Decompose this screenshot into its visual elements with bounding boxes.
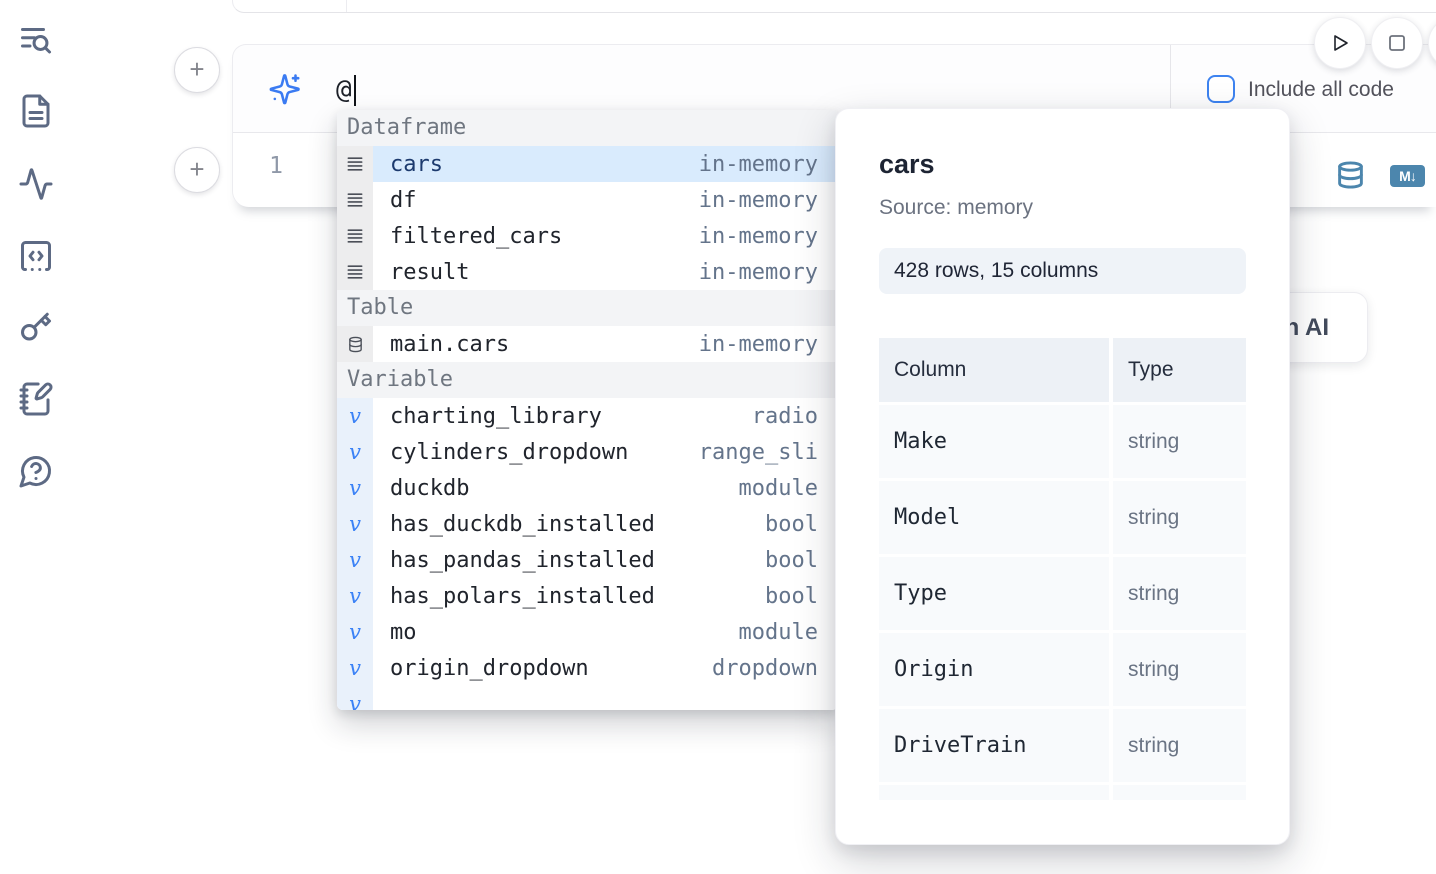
- variable-icon: v: [337, 542, 373, 578]
- autocomplete-item-partial[interactable]: v: [337, 686, 838, 710]
- autocomplete-item-cylinders-dropdown[interactable]: v cylinders_dropdown range_sli: [337, 434, 838, 470]
- autocomplete-item-mo[interactable]: v mo module: [337, 614, 838, 650]
- variable-icon: v: [337, 578, 373, 614]
- include-all-code-label: Include all code: [1248, 78, 1394, 101]
- line-number: 1: [269, 153, 283, 179]
- schema-row-column: Model: [879, 481, 1109, 554]
- autocomplete-item-cars[interactable]: cars in-memory: [337, 146, 838, 182]
- dataframe-icon: [337, 146, 373, 182]
- dataframe-icon: [337, 218, 373, 254]
- schema-row-type: string: [1113, 481, 1246, 554]
- section-header-table: Table: [337, 290, 838, 326]
- previous-cell-bottom-edge: [232, 0, 1436, 13]
- sparkles-ai-icon: [267, 71, 303, 107]
- variable-icon: v: [337, 470, 373, 506]
- schema-row-column: DriveTrain: [879, 709, 1109, 782]
- autocomplete-item-result[interactable]: result in-memory: [337, 254, 838, 290]
- include-all-code-section: Include all code: [1170, 45, 1436, 133]
- autocomplete-item-filtered-cars[interactable]: filtered_cars in-memory: [337, 218, 838, 254]
- schema-row-type: string: [1113, 633, 1246, 706]
- sidebar-list-search-icon[interactable]: [17, 21, 55, 59]
- schema-table: Column Type Make string Model string Typ…: [879, 338, 1246, 800]
- variable-icon: v: [337, 398, 373, 434]
- variable-icon: v: [337, 434, 373, 470]
- add-cell-below-button[interactable]: +: [174, 147, 220, 193]
- ai-prompt-input[interactable]: @: [336, 75, 352, 105]
- autocomplete-item-has-duckdb-installed[interactable]: v has_duckdb_installed bool: [337, 506, 838, 542]
- section-header-variable: Variable: [337, 362, 838, 398]
- generate-with-ai-label: h AI: [1284, 313, 1329, 341]
- schema-row-partial: [879, 785, 1109, 800]
- autocomplete-dropdown: Dataframe cars in-memory df in-memory fi…: [337, 110, 838, 710]
- sidebar-code-square-icon[interactable]: [17, 237, 55, 275]
- run-cell-button[interactable]: [1314, 17, 1366, 69]
- schema-row-type: string: [1113, 709, 1246, 782]
- add-cell-above-button[interactable]: +: [174, 47, 220, 93]
- sidebar-file-text-icon[interactable]: [17, 92, 55, 130]
- dataframe-icon: [337, 182, 373, 218]
- autocomplete-item-has-polars-installed[interactable]: v has_polars_installed bool: [337, 578, 838, 614]
- sidebar-key-icon[interactable]: [17, 308, 55, 346]
- stop-button[interactable]: [1371, 17, 1423, 69]
- sidebar-notebook-pen-icon[interactable]: [17, 380, 55, 418]
- schema-header-type: Type: [1113, 338, 1246, 402]
- shape-badge: 428 rows, 15 columns: [879, 248, 1246, 294]
- schema-row-partial: [1113, 785, 1246, 800]
- sidebar-help-chat-icon[interactable]: [17, 452, 55, 490]
- autocomplete-item-has-pandas-installed[interactable]: v has_pandas_installed bool: [337, 542, 838, 578]
- dataframe-preview-panel: cars Source: memory 428 rows, 15 columns…: [835, 108, 1290, 845]
- variable-icon: v: [337, 686, 373, 710]
- section-header-dataframe: Dataframe: [337, 110, 838, 146]
- variable-icon: v: [337, 614, 373, 650]
- dataframe-icon: [337, 254, 373, 290]
- database-icon[interactable]: [1336, 160, 1365, 195]
- schema-row-column: Type: [879, 557, 1109, 630]
- autocomplete-item-duckdb[interactable]: v duckdb module: [337, 470, 838, 506]
- autocomplete-item-charting-library[interactable]: v charting_library radio: [337, 398, 838, 434]
- ai-prompt-row[interactable]: @ Include all code: [233, 45, 1436, 133]
- schema-row-type: string: [1113, 405, 1246, 478]
- variable-icon: v: [337, 650, 373, 686]
- sidebar-activity-icon[interactable]: [17, 165, 55, 203]
- autocomplete-item-df[interactable]: df in-memory: [337, 182, 838, 218]
- schema-header-column: Column: [879, 338, 1109, 402]
- autocomplete-item-origin-dropdown[interactable]: v origin_dropdown dropdown: [337, 650, 838, 686]
- include-all-code-checkbox[interactable]: [1207, 75, 1235, 103]
- schema-row-column: Origin: [879, 633, 1109, 706]
- text-caret: [354, 75, 356, 106]
- markdown-icon[interactable]: M↓: [1390, 165, 1425, 187]
- autocomplete-item-main-cars[interactable]: main.cars in-memory: [337, 326, 838, 362]
- variable-icon: v: [337, 506, 373, 542]
- schema-row-column: Make: [879, 405, 1109, 478]
- schema-row-type: string: [1113, 557, 1246, 630]
- preview-source: Source: memory: [879, 196, 1034, 219]
- preview-title: cars: [879, 149, 935, 179]
- divider: [346, 0, 347, 12]
- table-database-icon: [337, 326, 373, 362]
